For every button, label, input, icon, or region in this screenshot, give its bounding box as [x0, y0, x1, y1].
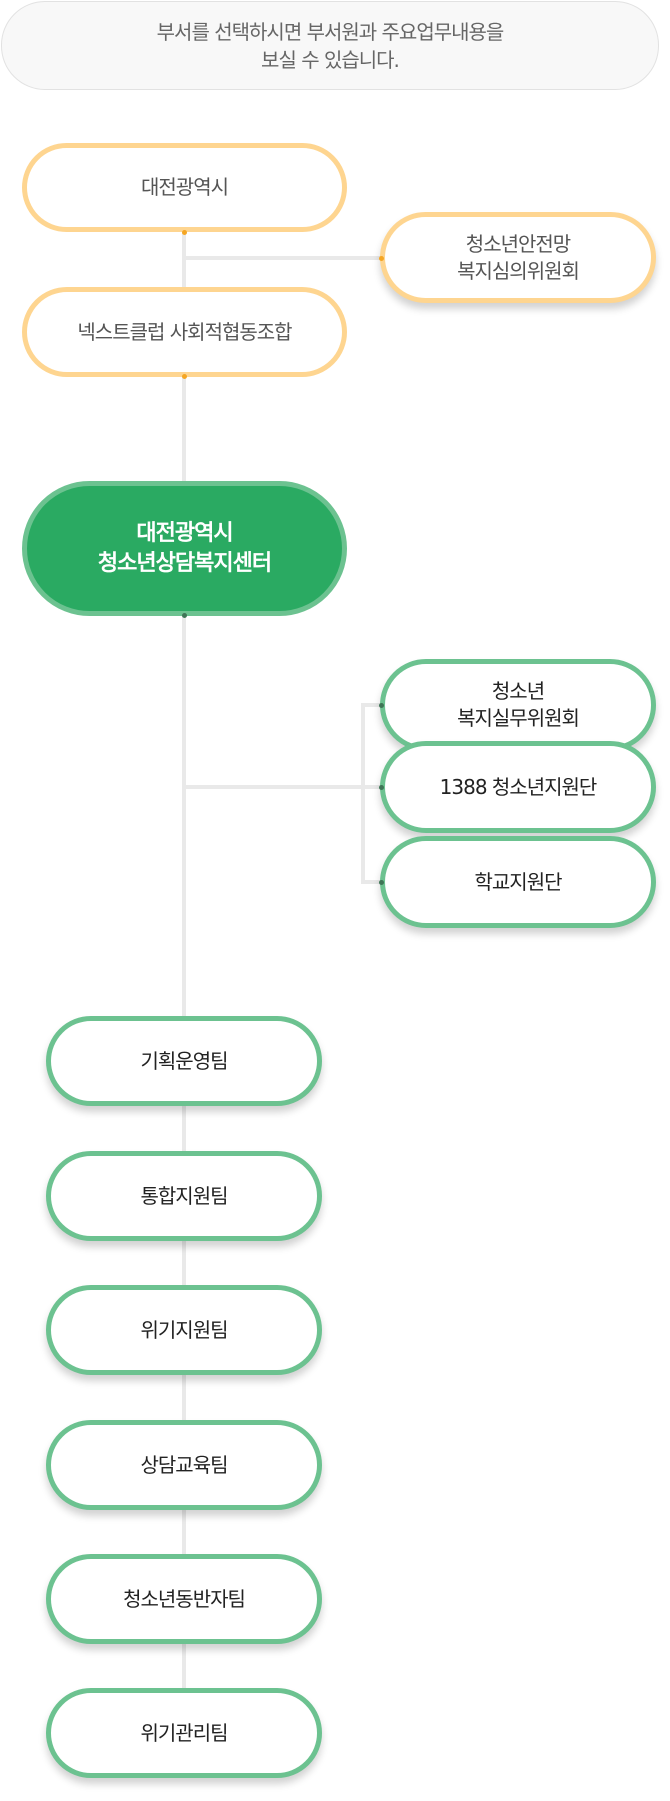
- connector-side-bracket: [361, 703, 365, 883]
- node-label: 위기관리팀: [140, 1720, 229, 1745]
- node-daejeon-city[interactable]: 대전광역시: [22, 143, 347, 232]
- node-label: 통합지원팀: [140, 1183, 229, 1208]
- node-label: 청소년동반자팀: [123, 1586, 246, 1611]
- team-planning[interactable]: 기획운영팀: [46, 1016, 322, 1106]
- node-label: 청소년안전망: [465, 231, 571, 256]
- connector-side-bottom: [361, 880, 382, 884]
- connector-dot: [182, 374, 187, 379]
- instruction-banner: 부서를 선택하시면 부서원과 주요업무내용을 보실 수 있습니다.: [1, 1, 659, 90]
- banner-line-2: 보실 수 있습니다.: [261, 47, 400, 72]
- node-school-support-group[interactable]: 학교지원단: [380, 836, 656, 928]
- node-safety-net-committee[interactable]: 청소년안전망 복지심의위원회: [380, 212, 656, 303]
- node-label: 학교지원단: [474, 869, 563, 894]
- node-1388-support-group[interactable]: 1388 청소년지원단: [380, 741, 656, 833]
- node-label: 복지실무위원회: [457, 706, 580, 730]
- team-integrated-support[interactable]: 통합지원팀: [46, 1151, 322, 1241]
- connector-committee: [184, 256, 382, 260]
- node-label: 청소년상담복지센터: [97, 550, 272, 576]
- node-next-club[interactable]: 넥스트클럽 사회적협동조합: [22, 287, 347, 377]
- banner-line-1: 부서를 선택하시면 부서원과 주요업무내용을: [156, 19, 505, 44]
- team-youth-companion[interactable]: 청소년동반자팀: [46, 1554, 322, 1644]
- connector-side-top: [361, 703, 382, 707]
- node-welfare-committee[interactable]: 청소년 복지실무위원회: [380, 659, 656, 751]
- node-label: 대전광역시: [141, 175, 229, 199]
- connector-dot: [182, 230, 187, 235]
- node-label: 기획운영팀: [140, 1048, 229, 1073]
- node-label: 1388 청소년지원단: [439, 774, 598, 799]
- node-label: 청소년: [491, 679, 545, 703]
- node-label: 대전광역시: [136, 520, 233, 546]
- node-label: 위기지원팀: [140, 1317, 229, 1342]
- connector-dot: [379, 703, 384, 708]
- connector-side-branch: [184, 785, 382, 789]
- team-crisis-management[interactable]: 위기관리팀: [46, 1688, 322, 1778]
- team-counseling-education[interactable]: 상담교육팀: [46, 1420, 322, 1510]
- connector-dot: [182, 613, 187, 618]
- node-label: 상담교육팀: [140, 1452, 229, 1477]
- connector-dot: [379, 256, 384, 261]
- node-label: 넥스트클럽 사회적협동조합: [77, 319, 292, 344]
- node-counseling-center[interactable]: 대전광역시 청소년상담복지센터: [22, 481, 347, 616]
- connector-dot: [379, 880, 384, 885]
- node-label: 복지심의위원회: [457, 258, 580, 283]
- team-crisis-support[interactable]: 위기지원팀: [46, 1285, 322, 1375]
- connector-dot: [379, 785, 384, 790]
